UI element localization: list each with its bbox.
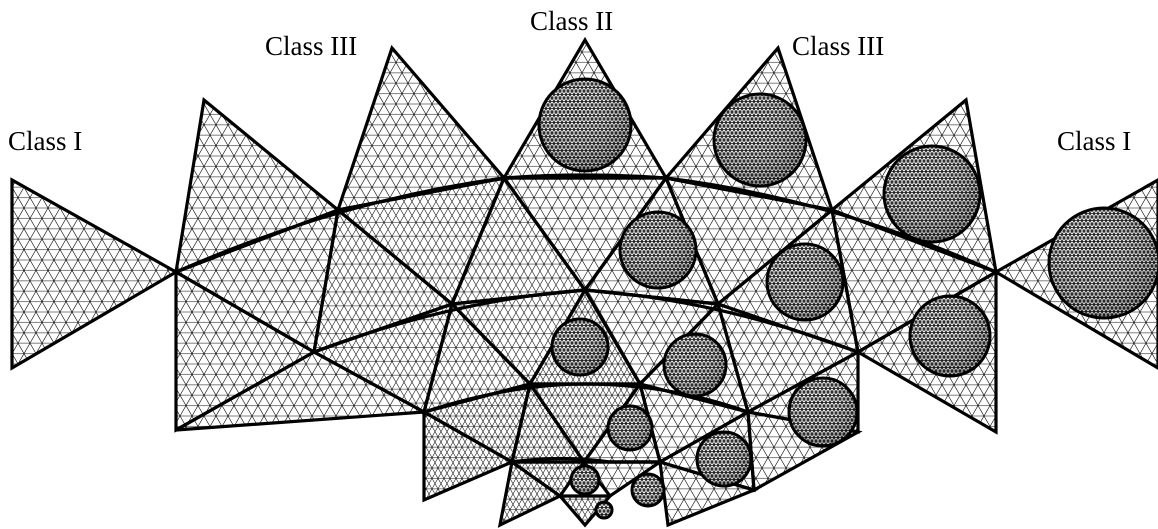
label-class-ii: Class II [530, 6, 613, 36]
geodesic-sphere [630, 472, 666, 508]
geodesic-sphere [712, 92, 808, 188]
geodesic-sphere [908, 294, 992, 378]
geodesic-sphere [618, 210, 698, 290]
geodesic-arc [423, 382, 586, 414]
geodesic-sphere [1047, 206, 1158, 320]
triangle-face [10, 177, 180, 371]
geodesic-sphere [765, 242, 845, 322]
geodesic-sphere [569, 464, 601, 496]
geodesic-sphere [662, 332, 728, 398]
triangle-face [497, 459, 564, 528]
geodesic-arc [665, 176, 997, 274]
geodesic-arc [511, 456, 611, 464]
geodesic-arc [175, 176, 505, 274]
geodesic-sphere [695, 430, 753, 488]
geodesic-sphere [537, 77, 633, 173]
geodesic-spheres [537, 77, 1158, 520]
triangle-face [422, 409, 516, 503]
geodesic-sphere [882, 144, 982, 244]
geodesic-arc [503, 173, 667, 180]
geodesic-sphere [606, 404, 654, 452]
geodesic-sphere [594, 500, 614, 520]
label-class-iii-left: Class III [265, 31, 357, 61]
geodesic-arc [313, 288, 586, 354]
label-class-i-right: Class I [1057, 126, 1131, 156]
label-class-iii-right: Class III [792, 31, 884, 61]
geodesic-arc [584, 288, 859, 354]
geodesic-sphere [787, 376, 859, 448]
geodesic-arc [584, 382, 749, 414]
label-class-i-left: Class I [8, 126, 82, 156]
geodesic-sphere [550, 317, 610, 377]
